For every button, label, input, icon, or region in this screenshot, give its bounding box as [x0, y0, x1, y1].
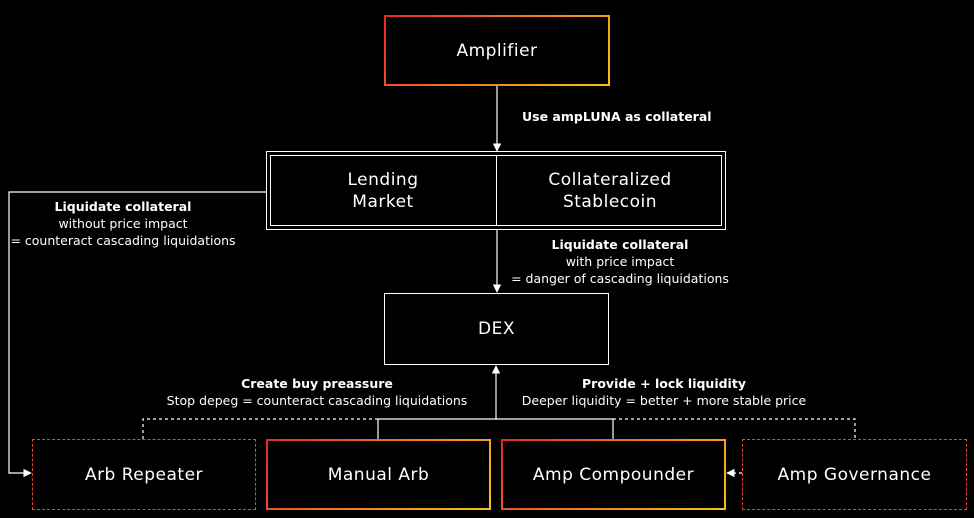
- amp-governance-label: Amp Governance: [777, 464, 932, 485]
- manual-arb-node: Manual Arb: [266, 439, 491, 510]
- dex-label: DEX: [478, 319, 515, 339]
- dex-node: DEX: [384, 293, 609, 365]
- amp-compounder-label: Amp Compounder: [532, 464, 695, 485]
- note-buy-pressure-line2: Stop depeg = counteract cascading liquid…: [166, 393, 468, 408]
- note-use-collateral-text: Use ampLUNA as collateral: [522, 109, 712, 124]
- note-market-to-dex-line2: with price impact: [565, 254, 675, 269]
- manual-arb-label: Manual Arb: [327, 464, 430, 485]
- note-provide-liquidity-title: Provide + lock liquidity: [582, 376, 746, 391]
- note-market-to-arb-line3: = counteract cascading liquidations: [10, 233, 236, 248]
- note-provide-liquidity-line2: Deeper liquidity = better + more stable …: [521, 393, 807, 408]
- lending-market-label-line2: Market: [352, 191, 414, 212]
- arb-repeater-node: Arb Repeater: [32, 439, 256, 510]
- amplifier-node: Amplifier: [384, 15, 610, 86]
- note-use-collateral: Use ampLUNA as collateral: [522, 108, 712, 125]
- note-market-to-arb: Liquidate collateral without price impac…: [8, 198, 238, 249]
- note-buy-pressure-title: Create buy preassure: [241, 376, 393, 391]
- note-market-to-dex-line3: = danger of cascading liquidations: [511, 271, 729, 286]
- note-provide-liquidity: Provide + lock liquidity Deeper liquidit…: [518, 375, 810, 409]
- note-market-to-dex-title: Liquidate collateral: [551, 237, 689, 252]
- lending-market-label-line1: Lending: [347, 169, 419, 190]
- note-buy-pressure: Create buy preassure Stop depeg = counte…: [162, 375, 472, 409]
- amp-compounder-node: Amp Compounder: [501, 439, 726, 510]
- collateralized-stablecoin-node: Collateralized Stablecoin: [498, 155, 722, 226]
- amplifier-label: Amplifier: [456, 40, 538, 61]
- amp-governance-node: Amp Governance: [742, 439, 967, 510]
- note-market-to-arb-title: Liquidate collateral: [54, 199, 192, 214]
- arrow-market-to-arb-repeater: [8, 191, 266, 478]
- arb-repeater-label: Arb Repeater: [84, 464, 204, 485]
- lending-market-node: Lending Market: [270, 155, 497, 226]
- stablecoin-label-line2: Stablecoin: [562, 191, 658, 212]
- note-market-to-arb-line2: without price impact: [58, 216, 188, 231]
- note-market-to-dex: Liquidate collateral with price impact =…: [506, 236, 734, 287]
- stablecoin-label-line1: Collateralized: [548, 169, 672, 190]
